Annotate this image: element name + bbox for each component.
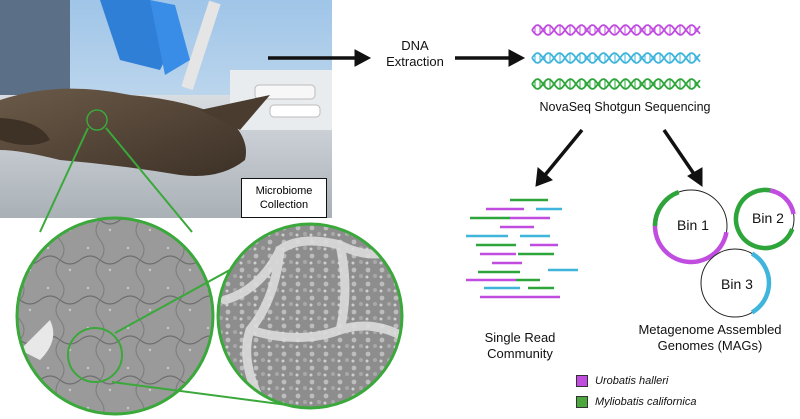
dna-extraction-label: DNA Extraction bbox=[375, 38, 455, 70]
bin-arc bbox=[769, 188, 796, 215]
legend-item-urobatis: Urobatis halleri bbox=[576, 375, 668, 387]
bin-arc bbox=[750, 251, 772, 315]
microbiome-collection-box: Microbiome Collection bbox=[241, 178, 327, 218]
mags-label: Metagenome Assembled Genomes (MAGs) bbox=[630, 322, 790, 354]
collection-label-line2: Collection bbox=[259, 199, 309, 211]
arrow-to-single-read bbox=[543, 128, 584, 177]
arrow-head-4 bbox=[687, 167, 703, 187]
sem-image-low-mag bbox=[15, 216, 215, 416]
mag-bins bbox=[652, 187, 796, 318]
single-read-community-reads bbox=[466, 198, 578, 299]
bin-arc bbox=[652, 190, 680, 227]
bin-arc bbox=[733, 187, 795, 251]
mags-line1: Metagenome Assembled bbox=[638, 322, 782, 337]
bin-2-label: Bin 2 bbox=[752, 210, 784, 226]
dna-helix-group bbox=[531, 24, 701, 90]
magnifier-line-left bbox=[39, 127, 89, 233]
legend-swatch-green bbox=[576, 396, 588, 408]
legend-label-urobatis: Urobatis halleri bbox=[595, 375, 669, 387]
arrow-head-2 bbox=[508, 49, 526, 67]
collection-label-line1: Microbiome bbox=[255, 185, 313, 197]
bin-1-label: Bin 1 bbox=[677, 217, 709, 233]
extraction-line2: Extraction bbox=[386, 54, 444, 69]
mags-line2: Genomes (MAGs) bbox=[657, 338, 763, 353]
single-read-line2: Community bbox=[487, 346, 553, 361]
single-read-label: Single Read Community bbox=[465, 330, 575, 362]
magnifier-line-right bbox=[105, 127, 193, 233]
legend-label-myliobatis: Myliobatis californica bbox=[595, 396, 697, 408]
ray-sampling-photo bbox=[0, 0, 332, 218]
single-read-line1: Single Read bbox=[484, 330, 556, 345]
extraction-line1: DNA bbox=[401, 38, 429, 53]
arrows bbox=[268, 49, 703, 187]
sem-image-high-mag bbox=[216, 222, 404, 410]
arrow-to-mags bbox=[662, 129, 696, 175]
zoom-line-bottom bbox=[111, 381, 311, 409]
legend-swatch-purple bbox=[576, 375, 588, 387]
legend-item-myliobatis: Myliobatis californica bbox=[576, 396, 696, 408]
zoom-region-circle bbox=[67, 327, 123, 383]
photo-illustration bbox=[0, 0, 332, 218]
sequencing-label: NovaSeq Shotgun Sequencing bbox=[539, 100, 711, 114]
arrow-head-3 bbox=[535, 167, 553, 187]
arrow-head-1 bbox=[354, 49, 372, 67]
bin-3-label: Bin 3 bbox=[721, 276, 753, 292]
